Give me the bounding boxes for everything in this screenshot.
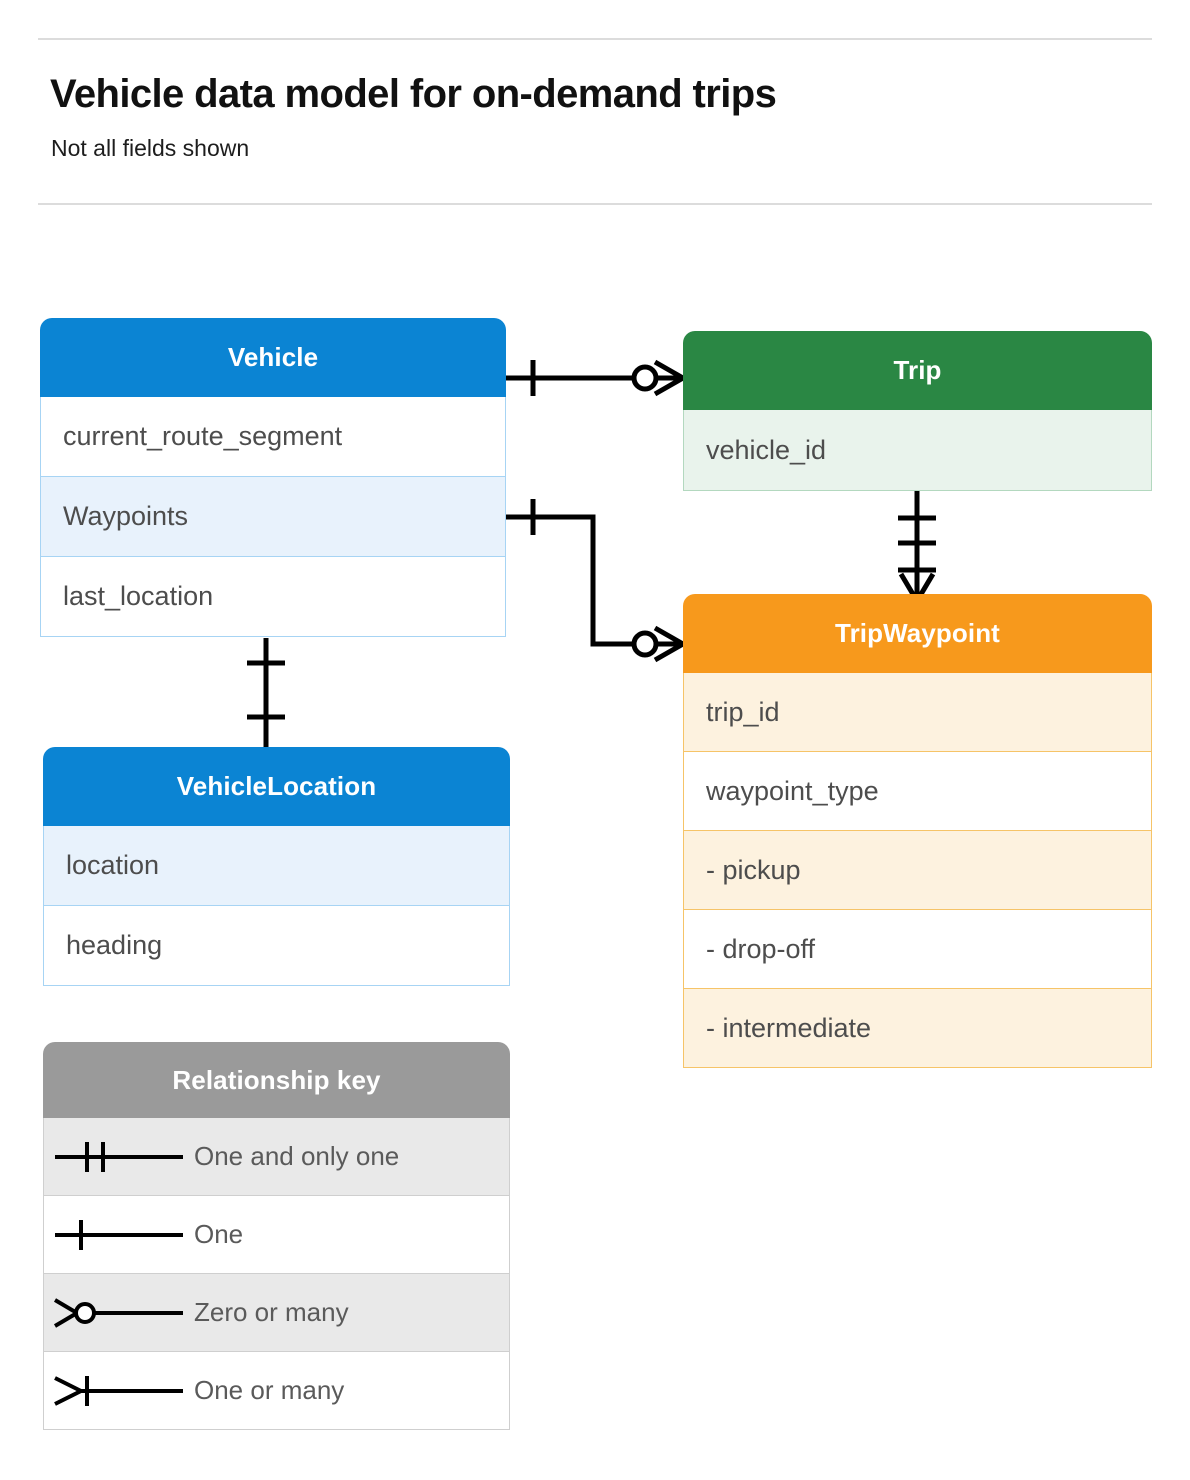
entity-tripwaypoint[interactable]: TripWaypoint trip_id waypoint_type - pic… [683,594,1152,1068]
connector-trip-tripwaypoint [898,491,936,603]
entity-vehiclelocation-title: VehicleLocation [43,747,510,826]
one-or-many-icon [44,1368,194,1414]
entity-trip-title: Trip [683,331,1152,410]
field-row[interactable]: location [43,826,510,906]
legend-item-label: Zero or many [194,1297,349,1327]
legend-item-label: One or many [194,1375,345,1405]
entity-tripwaypoint-title: TripWaypoint [683,594,1152,673]
entity-vehicle-fields: current_route_segment Waypoints last_loc… [40,397,506,637]
connector-waypoints-tripwaypoint [506,499,685,663]
legend-title: Relationship key [43,1042,510,1118]
entity-tripwaypoint-fields: trip_id waypoint_type - pickup - drop-of… [683,673,1152,1068]
entity-vehiclelocation[interactable]: VehicleLocation location heading [43,747,510,986]
page-subtitle: Not all fields shown [51,135,250,161]
field-row[interactable]: last_location [40,557,506,637]
header-divider-top [38,38,1152,40]
legend-item: Zero or many [43,1274,510,1352]
field-row[interactable]: - pickup [683,831,1152,910]
field-row[interactable]: current_route_segment [40,397,506,477]
legend-item: One [43,1196,510,1274]
field-row[interactable]: waypoint_type [683,752,1152,831]
zero-or-many-icon [44,1290,194,1336]
header-divider-bottom [38,203,1152,205]
legend-item: One or many [43,1352,510,1430]
legend-relationship-key: Relationship key One and only one [43,1042,510,1430]
entity-vehiclelocation-fields: location heading [43,826,510,986]
field-row[interactable]: Waypoints [40,477,506,557]
entity-vehicle[interactable]: Vehicle current_route_segment Waypoints … [40,318,506,637]
entity-trip-fields: vehicle_id [683,410,1152,491]
field-row[interactable]: trip_id [683,673,1152,752]
legend-item: One and only one [43,1118,510,1196]
one-icon [44,1212,194,1258]
page-title: Vehicle data model for on-demand trips [50,72,777,116]
field-row[interactable]: - drop-off [683,910,1152,989]
field-row[interactable]: - intermediate [683,989,1152,1068]
field-row[interactable]: vehicle_id [683,410,1152,491]
legend-item-label: One [194,1219,244,1249]
legend-item-label: One and only one [194,1141,400,1171]
one-and-only-one-icon [44,1134,194,1180]
legend-rows: One and only one One [43,1118,510,1430]
entity-vehicle-title: Vehicle [40,318,506,397]
entity-trip[interactable]: Trip vehicle_id [683,331,1152,491]
field-row[interactable]: heading [43,906,510,986]
connector-vehicle-vehiclelocation [247,638,285,756]
connector-vehicle-trip [506,359,685,397]
